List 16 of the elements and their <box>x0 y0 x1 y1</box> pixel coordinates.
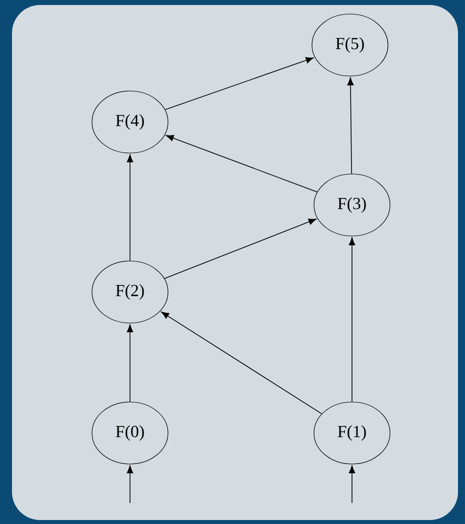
arrow <box>164 57 314 110</box>
function-node: F(3) <box>314 174 390 236</box>
arrow <box>126 154 134 262</box>
function-node: F(2) <box>92 260 168 324</box>
arrow <box>347 78 354 174</box>
function-node: F(1) <box>314 402 390 464</box>
function-node: F(5) <box>312 14 388 76</box>
function-node: F(0) <box>92 402 168 464</box>
function-node: F(4) <box>92 90 168 154</box>
arrow <box>126 324 134 402</box>
arrow <box>126 466 134 504</box>
arrow <box>348 238 356 402</box>
arrow <box>161 312 322 414</box>
arrow <box>164 218 316 279</box>
arrow <box>348 466 356 504</box>
arrow <box>166 135 318 192</box>
